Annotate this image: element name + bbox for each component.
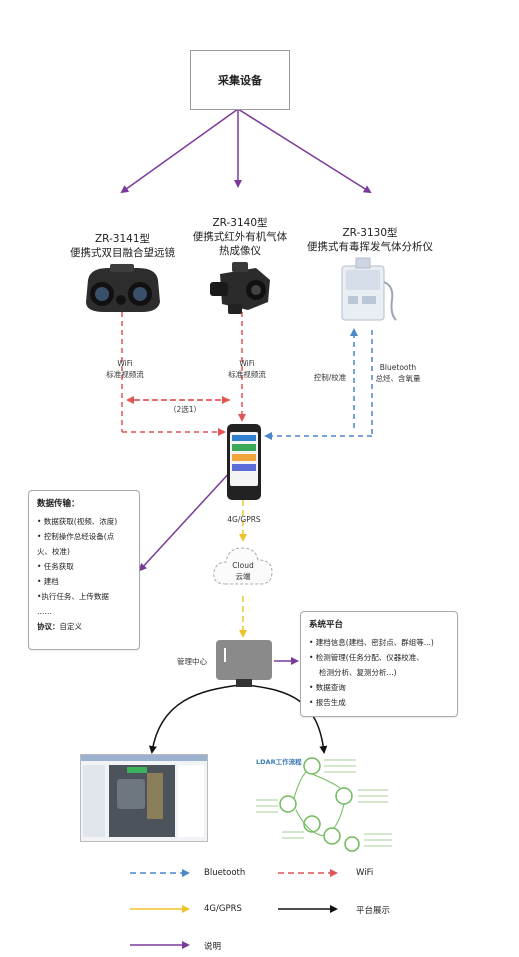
data-item: • 控制操作总经设备(点 [37,532,115,541]
data-item: •执行任务、上传数据 [37,592,109,601]
thumb-tag [127,767,147,773]
data-item: …… [37,607,52,616]
binocular-device-image [86,264,160,312]
device-2-title: ZR-3140型 便携式红外有机气体 热成像仪 [180,216,300,258]
legend-display-label: 平台展示 [356,906,391,916]
cloud-label: Cloud 云端 [218,560,268,582]
platform-item: 检测分析、复测分析...) [319,668,397,677]
device-1-model: ZR-3141型 [94,233,151,245]
platform-item: • 检测管理(任务分配、仪器校准、 [309,653,424,662]
cloud-icon [213,547,273,585]
thumb-form [178,765,204,837]
screen-tile-green [232,444,256,451]
choose-one-label: （2选1） [168,405,202,414]
thumb-equipment [117,779,145,809]
data-panel-title: 数据传输： [37,499,80,509]
device-2-model: ZR-3140型 [212,217,268,229]
wifi-mid-stream: 标准视频流 [228,370,266,379]
cloud-label-cn: 云端 [235,572,251,581]
wifi-left-stream: 标准视频流 [106,370,144,379]
terminal-screen [230,432,258,486]
legend-bluetooth-label: Bluetooth [204,868,246,878]
platform-item: • 报告生成 [309,698,346,707]
management-label: 管理中心 [177,657,207,666]
data-item: • 任务获取 [37,562,74,571]
bluetooth-data: 总烃、含氧量 [375,374,421,383]
management-server [216,640,272,680]
wifi-mid-label: WiFi 标准视频流 [222,358,272,380]
server-indicator [224,648,226,662]
root-to-device-arrows [120,108,372,194]
thermal-camera-image [210,262,270,314]
legend-network-label: 4G/GPRS [204,904,242,914]
thumb-photo [109,765,175,837]
wifi-left-label: WiFi 标准视频流 [100,358,150,380]
thumb-header [81,755,207,761]
bluetooth-protocol: Bluetooth [379,363,417,372]
protocol-label: 协议： [37,622,60,631]
root-collection-box: 采集设备 [190,50,290,110]
protocol-line: 协议：自定义 [37,619,131,634]
device-2-name-2: 热成像仪 [219,245,261,257]
thumb-sidebar [83,765,105,837]
device-3-name: 便携式有毒挥发气体分析仪 [307,241,433,253]
screen-tile-blue [232,435,256,441]
device-1-title: ZR-3141型 便携式双目融合望远镜 [55,232,190,260]
wifi-links [121,312,246,436]
legend-lines [130,869,338,949]
data-item: 火、校准) [37,547,70,556]
legend-explain-label: 说明 [204,942,222,952]
network-label: 4G/GPRS [227,515,261,524]
display-arrows [148,684,328,754]
device-3-title: ZR-3130型 便携式有毒挥发气体分析仪 [300,226,440,254]
protocol-value: 自定义 [59,622,83,631]
control-label: 控制/校准 [313,373,347,382]
legend-wifi-label: WiFi [356,868,374,878]
workflow-cycle-graphic [256,757,392,852]
bluetooth-links [264,328,373,440]
platform-item: • 建档信息(建档、密封点、群组等...) [309,638,434,647]
data-transmission-panel: 数据传输： • 数据获取(视频、浓度) • 控制操作总经设备(点 火、校准) •… [28,490,140,650]
root-label: 采集设备 [218,74,262,87]
device-3-model: ZR-3130型 [342,227,398,239]
device-2-name: 便携式红外有机气体 [192,231,288,243]
platform-item: • 数据查询 [309,683,346,692]
ldar-workflow-thumbnail: LDAR工作流程 [252,754,410,854]
wifi-mid-protocol: WiFi [239,359,255,368]
bluetooth-label: Bluetooth 总烃、含氧量 [368,362,428,384]
screen-tile-orange [232,454,256,461]
data-item: • 建档 [37,577,59,586]
data-item: • 数据获取(视频、浓度) [37,517,118,526]
gas-analyzer-image [341,257,397,321]
platform-screenshot-thumbnail [80,754,208,842]
device-1-name: 便携式双目融合望远镜 [70,247,175,259]
screen-tile-indigo [232,464,256,471]
workflow-title: LDAR工作流程 [256,758,302,766]
explain-arrows [138,469,299,665]
wifi-left-protocol: WiFi [117,359,133,368]
thumb-pipe [147,773,163,819]
server-stand [236,679,252,687]
handheld-terminal [227,424,261,500]
system-platform-panel: 系统平台 • 建档信息(建档、密封点、群组等...) • 检测管理(任务分配、仪… [300,611,458,717]
platform-panel-title: 系统平台 [309,620,344,630]
cloud-label-en: Cloud [232,561,254,570]
